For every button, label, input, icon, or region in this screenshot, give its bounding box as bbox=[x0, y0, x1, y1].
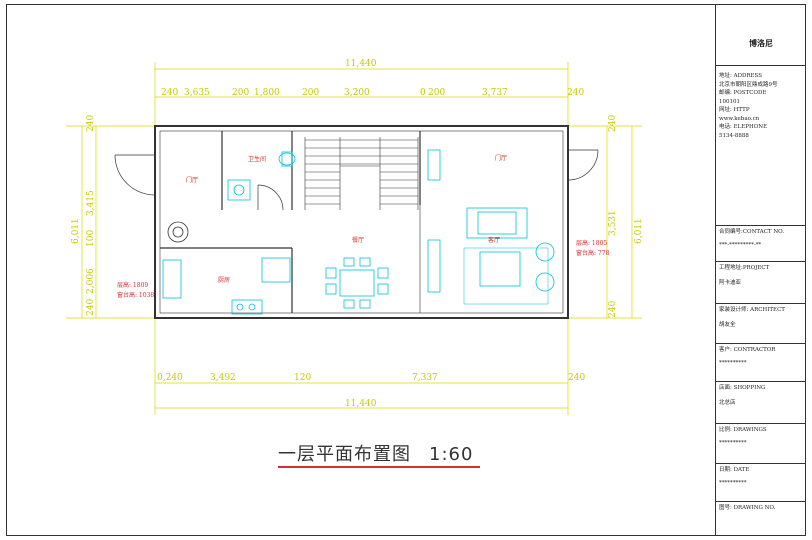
shopping-label: 店面: SHOPPING bbox=[719, 385, 766, 391]
drawings-value: ********** bbox=[719, 440, 747, 446]
dim-top-4: 1,800 bbox=[254, 88, 280, 98]
dining-table bbox=[339, 269, 375, 297]
sofa bbox=[466, 207, 528, 239]
dim-top-2: 3,635 bbox=[184, 88, 210, 98]
room-labels: 门厅 卫生间 厨房 餐厅 门厅 客厅 层高: 1809 窗台高: 1038 层高… bbox=[117, 154, 610, 299]
dim-total-bottom: 11,440 bbox=[345, 399, 377, 409]
architect-value: 胡友全 bbox=[719, 322, 736, 328]
room-label-kitchen: 厨房 bbox=[218, 276, 230, 284]
room-label-living: 客厅 bbox=[488, 236, 500, 244]
address-line: 100101 bbox=[719, 98, 740, 105]
title-underline bbox=[278, 466, 480, 468]
drawing-frame bbox=[6, 4, 806, 536]
dim-total-top: 11,440 bbox=[345, 59, 377, 69]
dim-top-6: 3,200 bbox=[344, 88, 370, 98]
drawings-label: 比例: DRAWINGS bbox=[719, 427, 767, 433]
wash-basin bbox=[227, 179, 251, 201]
dim-top-1: 240 bbox=[161, 88, 178, 98]
dim-right-1: 240 bbox=[608, 115, 618, 132]
contractor-row: 客户: CONTRACTOR ********** bbox=[716, 344, 806, 382]
drawing-scale: 1:60 bbox=[429, 444, 474, 465]
dim-right-total: 6,011 bbox=[634, 218, 644, 244]
address-line: 地址: ADDRESS bbox=[719, 73, 762, 79]
kitchen-counter bbox=[162, 259, 182, 299]
dim-top-7: 0 bbox=[420, 88, 426, 98]
company-logo: 博洛尼 bbox=[716, 4, 806, 66]
dim-bottom-3: 120 bbox=[294, 373, 311, 383]
dim-top-5: 200 bbox=[302, 88, 319, 98]
dim-top-10: 240 bbox=[567, 88, 584, 98]
architect-row: 家装设计师: ARCHITECT 胡友全 bbox=[716, 304, 806, 344]
address-block: 地址: ADDRESS 北京市朝阳区鼎成路9号 邮编: POSTCODE 100… bbox=[716, 66, 806, 226]
contractor-value: ********** bbox=[719, 360, 747, 366]
drawing-title: 一层平面布置图 1:60 bbox=[278, 440, 473, 466]
address-line: 网址: HTTP bbox=[719, 107, 750, 113]
dim-top-8: 200 bbox=[428, 88, 445, 98]
walls bbox=[154, 125, 569, 319]
dim-left-5: 240 bbox=[86, 299, 96, 316]
drawing-no-label: 图号: DRAWING NO. bbox=[719, 505, 776, 511]
address-line: 邮编: POSTCODE bbox=[719, 90, 767, 96]
tv-cabinet bbox=[427, 239, 441, 293]
toilet-bowl bbox=[278, 152, 296, 166]
project-label: 工程地址:PROJECT bbox=[719, 265, 770, 271]
drawings-row: 比例: DRAWINGS ********** bbox=[716, 424, 806, 464]
project-value: 阿卡迪亚 bbox=[719, 280, 742, 286]
title-block: 博洛尼 地址: ADDRESS 北京市朝阳区鼎成路9号 邮编: POSTCODE… bbox=[715, 4, 806, 536]
entrance-door-left bbox=[114, 154, 156, 196]
drawing-no-row: 图号: DRAWING NO. bbox=[716, 502, 806, 536]
room-label-upper-left: 门厅 bbox=[186, 176, 198, 184]
contact-row: 合同编号:CONTACT NO. ***-*********-** bbox=[716, 226, 806, 262]
note-right-2: 窗台高: 778 bbox=[576, 249, 610, 257]
plant bbox=[167, 221, 189, 243]
dim-bottom-2: 3,492 bbox=[210, 373, 236, 383]
address-line: 电话: ELEPHONE bbox=[719, 124, 768, 130]
dim-right-2: 3,531 bbox=[608, 210, 618, 236]
entrance-door-right bbox=[567, 149, 599, 181]
dimension-lines bbox=[66, 62, 642, 415]
contractor-label: 客户: CONTRACTOR bbox=[719, 347, 776, 353]
dim-left-3: 100 bbox=[86, 230, 96, 247]
dim-left-4: 2,006 bbox=[86, 268, 96, 294]
coffee-table bbox=[479, 251, 521, 287]
note-left-1: 层高: 1809 bbox=[117, 281, 148, 289]
date-label: 日期: DATE bbox=[719, 467, 750, 473]
dim-bottom-5: 240 bbox=[568, 373, 585, 383]
room-label-dining: 餐厅 bbox=[352, 236, 364, 244]
address-line: 北京市朝阳区鼎成路9号 bbox=[719, 81, 778, 88]
address-line: www.kebao.cn bbox=[719, 115, 760, 122]
contact-value: ***-*********-** bbox=[719, 242, 762, 248]
furniture bbox=[162, 149, 555, 315]
date-value: ********** bbox=[719, 480, 747, 486]
room-label-upper-right: 门厅 bbox=[495, 154, 507, 162]
staircase bbox=[304, 137, 419, 210]
drawing-title-text: 一层平面布置图 bbox=[278, 444, 411, 465]
dim-top-3: 200 bbox=[232, 88, 249, 98]
dim-bottom-4: 7,337 bbox=[412, 373, 438, 383]
dimension-text: 11,440 11,440 240 3,635 200 1,800 200 3,… bbox=[71, 59, 644, 409]
dim-left-total: 6,011 bbox=[71, 218, 81, 244]
dim-right-3: 240 bbox=[608, 301, 618, 318]
project-row: 工程地址:PROJECT 阿卡迪亚 bbox=[716, 262, 806, 304]
date-row: 日期: DATE ********** bbox=[716, 464, 806, 502]
note-left-2: 窗台高: 1038 bbox=[117, 291, 154, 299]
dim-top-9: 3,737 bbox=[482, 88, 508, 98]
toilet-door bbox=[257, 184, 284, 211]
note-right-1: 层高: 1805 bbox=[576, 239, 607, 247]
address-line: 5134-8888 bbox=[719, 132, 749, 139]
dim-bottom-1: 0,240 bbox=[157, 373, 183, 383]
dim-left-1: 240 bbox=[86, 115, 96, 132]
contact-label: 合同编号:CONTACT NO. bbox=[719, 229, 785, 235]
room-label-toilet: 卫生间 bbox=[248, 155, 266, 163]
shopping-row: 店面: SHOPPING 北总店 bbox=[716, 382, 806, 424]
architect-label: 家装设计师: ARCHITECT bbox=[719, 307, 785, 313]
dim-left-2: 3,415 bbox=[86, 190, 96, 216]
shopping-value: 北总店 bbox=[719, 400, 736, 406]
